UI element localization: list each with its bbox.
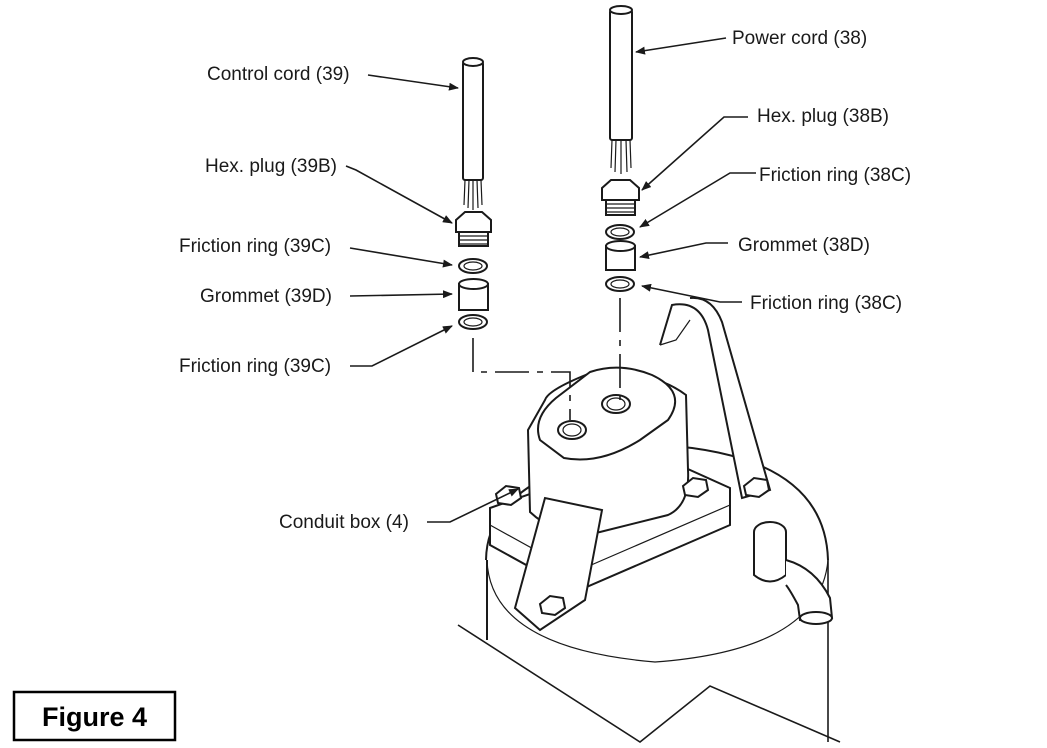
label-hex-plug-38b: Hex. plug (38B): [757, 106, 889, 127]
grommet-38d-part: [605, 240, 636, 271]
label-power-cord: Power cord (38): [732, 28, 867, 49]
hex-plug-39b-part: [455, 211, 492, 247]
grommet-39d-part: [458, 278, 489, 311]
friction-ring-38c-top-part: [605, 224, 635, 240]
label-grommet-38d: Grommet (38D): [738, 235, 870, 256]
leader-lines: [345, 37, 756, 523]
figure-title: Figure 4: [42, 702, 147, 732]
lifting-handle: [513, 296, 772, 632]
label-hex-plug-39b: Hex. plug (39B): [205, 156, 337, 177]
label-grommet-39d: Grommet (39D): [200, 286, 332, 307]
figure-caption-box: [12, 690, 177, 742]
control-cord-part: [462, 57, 484, 210]
discharge-fitting: [753, 521, 834, 625]
figure-caption: Figure 4: [12, 690, 177, 742]
hex-plug-38b-part: [601, 179, 640, 216]
label-control-cord: Control cord (39): [207, 64, 350, 85]
control-cord-centerline: [472, 338, 571, 420]
power-cord-part: [609, 5, 633, 174]
friction-ring-39c-top-part: [458, 258, 488, 274]
label-friction-ring-39c-top: Friction ring (39C): [179, 236, 331, 257]
label-friction-ring-39c-bottom: Friction ring (39C): [179, 356, 331, 377]
label-friction-ring-38c-top: Friction ring (38C): [759, 165, 911, 186]
label-friction-ring-38c-bottom: Friction ring (38C): [750, 293, 902, 314]
label-conduit-box: Conduit box (4): [279, 512, 409, 533]
friction-ring-39c-bottom-part: [458, 314, 488, 330]
friction-ring-38c-bottom-part: [605, 276, 635, 292]
